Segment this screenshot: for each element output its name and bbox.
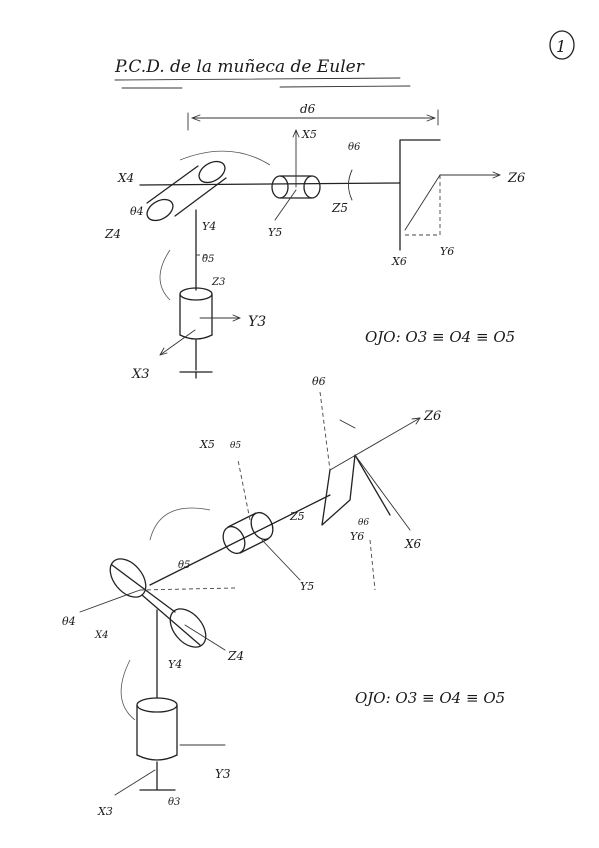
bot-x3-label: X3 (97, 805, 113, 818)
bot-end-effector (321, 454, 391, 526)
top-diagram: d6 (104, 102, 525, 382)
top-z5-label: Z5 (331, 201, 348, 215)
bot-joint5-cylinder (222, 511, 274, 555)
bot-th6b-label: θ6 (358, 518, 369, 528)
d6-label: d6 (300, 102, 316, 116)
bot-th6-label: θ6 (312, 375, 326, 388)
title-underline-3 (279, 85, 411, 88)
top-y5-label: Y5 (268, 226, 282, 239)
bot-x5-label: X5 (199, 438, 215, 451)
bot-joint4-cylinder (109, 558, 207, 648)
bot-joint3-cylinder (136, 697, 178, 761)
top-th4-label: θ4 (130, 205, 144, 218)
top-th6-label: θ6 (348, 142, 361, 153)
top-x4-label: X4 (117, 171, 134, 185)
joint3-cylinder (179, 209, 213, 379)
bot-y5-label: Y5 (300, 580, 314, 593)
page-number: 1 (556, 37, 566, 56)
page-title: P.C.D. de la muñeca de Euler (114, 57, 365, 77)
top-x6-label: X6 (391, 255, 407, 268)
top-x5-label: X5 (301, 128, 317, 141)
end-effector-bracket (399, 139, 441, 251)
bot-th5b-label: θ5 (178, 560, 190, 571)
wrist-link (139, 182, 401, 186)
bot-wrist-link (149, 494, 331, 586)
top-z3-label: Z3 (211, 277, 225, 288)
cable (159, 150, 271, 301)
top-x3-label: X3 (131, 367, 150, 382)
joint4-cylinder (146, 160, 227, 222)
bot-z4-label: Z4 (227, 649, 244, 663)
bot-y4-label: Y4 (168, 658, 182, 671)
bot-y6-label: Y6 (350, 530, 364, 543)
top-th5-label: θ5 (202, 254, 214, 265)
top-z4-label: Z4 (104, 227, 121, 241)
bot-y3-label: Y3 (215, 767, 231, 781)
bottom-note: OJO: O3 ≡ O4 ≡ O5 (355, 689, 505, 707)
title-underline (114, 77, 401, 81)
top-y6-label: Y6 (440, 245, 454, 258)
bottom-diagram: θ6 Z6 X6 Y6 θ6 X5 θ5 Y5 Z5 (62, 375, 505, 818)
bot-z6-label: Z6 (423, 409, 441, 424)
bot-th4-label: θ4 (62, 615, 76, 628)
bot-th3-label: θ3 (168, 797, 180, 808)
bot-th5a-label: θ5 (230, 441, 241, 451)
bot-x4-label: X4 (94, 630, 108, 641)
top-note: OJO: O3 ≡ O4 ≡ O5 (365, 328, 515, 346)
page-number-badge: 1 (549, 30, 575, 60)
top-y3-label: Y3 (248, 314, 266, 330)
top-z6-label: Z6 (507, 171, 525, 186)
bot-x6-label: X6 (404, 537, 422, 551)
bot-z5-label: Z5 (289, 510, 305, 523)
top-y4-label: Y4 (202, 220, 216, 233)
